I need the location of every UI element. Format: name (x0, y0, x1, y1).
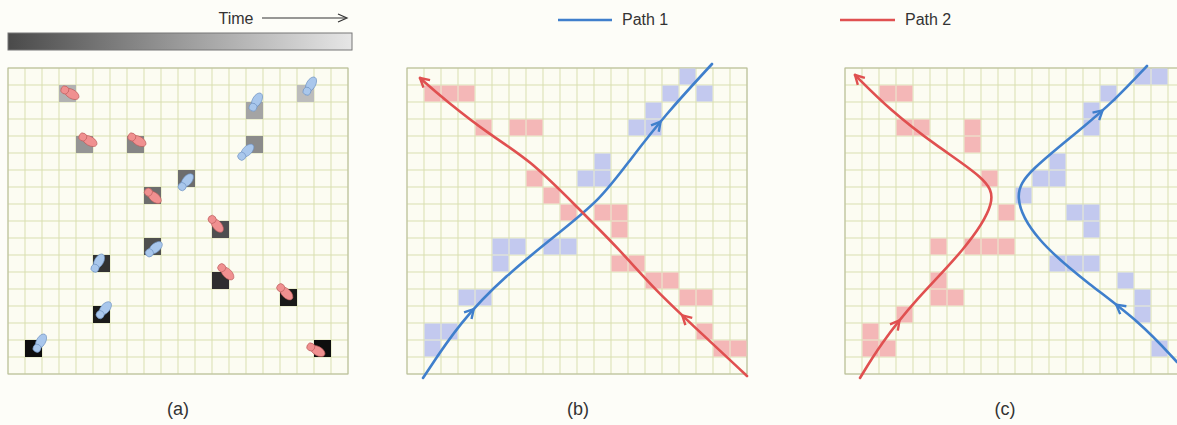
time-arrowhead (338, 14, 347, 22)
path-cell (595, 205, 611, 221)
direction-arrowhead (417, 74, 430, 87)
path-cells (863, 86, 1015, 357)
path-cell (595, 154, 611, 170)
panel-label: (b) (567, 400, 589, 418)
path-cell (697, 290, 713, 306)
path-cell (1084, 120, 1100, 136)
footprint (94, 299, 114, 320)
footprint (142, 186, 163, 206)
path-cell (561, 205, 577, 221)
footprint (176, 171, 196, 192)
path-cell (948, 290, 964, 306)
path-cell (1067, 205, 1083, 221)
path-cell (493, 239, 509, 255)
footprint (77, 131, 99, 149)
panel-label: (a) (167, 400, 189, 418)
path-cell (663, 273, 679, 289)
direction-arrowhead (651, 118, 664, 131)
path-cell (965, 239, 981, 255)
direction-arrowhead (1113, 301, 1126, 314)
path-cell (493, 256, 509, 272)
path-cell (680, 290, 696, 306)
path-cell (663, 86, 679, 102)
path-cell (982, 171, 998, 187)
time-bar (8, 33, 352, 50)
path-cell (425, 324, 441, 340)
footprint (59, 84, 81, 102)
direction-arrowhead (890, 317, 903, 330)
footprint (31, 332, 49, 354)
footprint (275, 282, 296, 303)
path-cell (1067, 256, 1083, 272)
trajectory (1019, 66, 1177, 362)
panel-label: (c) (995, 400, 1016, 418)
path-cell (646, 103, 662, 119)
path-cell (1050, 154, 1066, 170)
footprint (206, 213, 226, 234)
path-cell (931, 239, 947, 255)
path-cell (561, 239, 577, 255)
path-cell (897, 86, 913, 102)
legend-line (558, 19, 612, 22)
footprint (89, 252, 107, 274)
path-cell (1135, 290, 1151, 306)
path-cell (510, 120, 526, 136)
direction-arrowhead (679, 312, 692, 325)
path-cell (510, 239, 526, 255)
path-cell (1084, 205, 1100, 221)
path-cell (680, 69, 696, 85)
path-cell (612, 205, 628, 221)
path-cell (999, 239, 1015, 255)
axis-label: Time (219, 11, 254, 27)
path-cell (697, 86, 713, 102)
path-cell (612, 222, 628, 238)
path-cell (1152, 69, 1168, 85)
footprints (25, 75, 331, 359)
grid (8, 68, 348, 374)
legend-text: Path 1 (622, 12, 668, 28)
path-cell (999, 205, 1015, 221)
path-cell (629, 120, 645, 136)
footprint (143, 239, 164, 259)
path-cell (1050, 171, 1066, 187)
footprint (305, 341, 327, 359)
legend-text: Path 2 (905, 12, 951, 28)
trajectory (420, 78, 747, 376)
time-cell (246, 102, 263, 119)
path-cell (880, 86, 896, 102)
path-cell (544, 239, 560, 255)
path-cell (965, 137, 981, 153)
path-cell (595, 171, 611, 187)
path-cell (1084, 222, 1100, 238)
direction-arrowhead (1093, 107, 1106, 120)
time-arrow (262, 17, 346, 18)
path-cell (731, 341, 747, 357)
path-cell (931, 290, 947, 306)
path-cell (459, 86, 475, 102)
legend-line (840, 19, 895, 22)
footprint (301, 75, 319, 97)
path-cell (578, 171, 594, 187)
path-cell (965, 120, 981, 136)
direction-arrowhead (851, 71, 864, 84)
path-cells (425, 86, 747, 357)
trajectory (855, 75, 991, 378)
footprint (216, 262, 237, 283)
path-cell (1033, 171, 1049, 187)
path-cell (459, 290, 475, 306)
path-cell (1084, 256, 1100, 272)
footprint (247, 91, 265, 113)
path-cell (544, 188, 560, 204)
path-cell (982, 239, 998, 255)
footprint (236, 142, 257, 163)
trajectory (423, 64, 712, 378)
path-cell (863, 324, 879, 340)
path-cell (1118, 273, 1134, 289)
direction-arrowhead (464, 306, 477, 319)
footprint (126, 131, 148, 149)
path-cells (1016, 69, 1168, 357)
path-cell (527, 120, 543, 136)
